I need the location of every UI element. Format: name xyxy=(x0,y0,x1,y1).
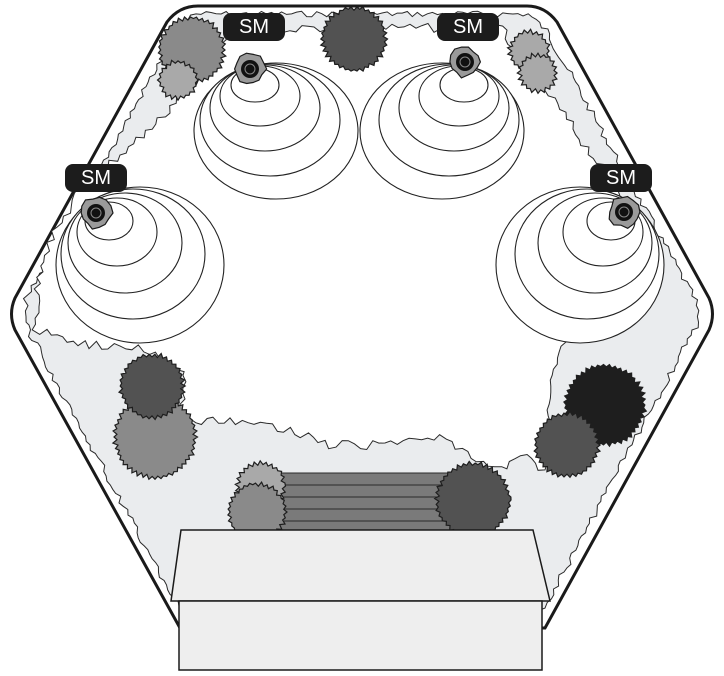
speaker-label-text: SM xyxy=(81,167,111,189)
speaker-icon xyxy=(80,196,114,230)
speaker-icon xyxy=(233,52,268,85)
shrub-icon xyxy=(533,410,602,479)
house-structure xyxy=(170,529,551,671)
shrub-icon xyxy=(156,59,199,102)
deck-shrubs xyxy=(227,459,512,544)
speaker-label-3: SM xyxy=(65,164,127,192)
shrub-icon xyxy=(516,52,559,95)
shrub-icon xyxy=(117,352,187,421)
speaker-label-text: SM xyxy=(453,16,483,38)
house-front xyxy=(178,600,543,671)
house-roof xyxy=(170,529,551,602)
coverage-zone-top-left xyxy=(193,62,359,200)
speaker-label-1: SM xyxy=(223,13,285,41)
speaker-label-2: SM xyxy=(437,13,499,41)
speaker-label-text: SM xyxy=(606,167,636,189)
coverage-zone-top-right xyxy=(359,62,525,200)
shrubs xyxy=(111,6,648,481)
shrub-icon xyxy=(319,6,389,73)
speaker-icon xyxy=(608,195,641,229)
speaker-label-text: SM xyxy=(239,16,269,38)
speaker-label-4: SM xyxy=(590,164,652,192)
speaker-icon xyxy=(449,46,482,79)
